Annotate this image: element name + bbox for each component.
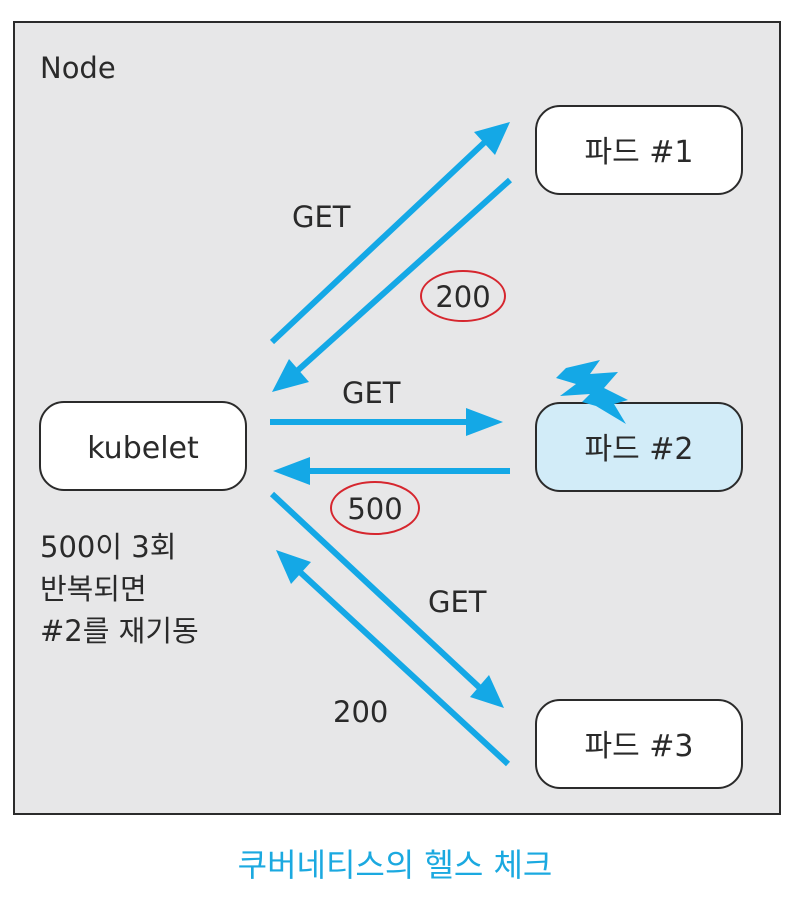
pod2-response-circle: [330, 481, 420, 535]
lightning-bolt-icon: [556, 360, 628, 424]
pod1-get-label: GET: [292, 200, 351, 234]
pod-3-label: 파드 #3: [585, 729, 694, 764]
restart-note-line-2: 반복되면: [40, 572, 147, 606]
diagram-caption: 쿠버네티스의 헬스 체크: [238, 846, 553, 884]
arrow-response-pod1: [272, 177, 513, 392]
arrow-get-pod3: [269, 491, 504, 708]
restart-note-line-1: 500이 3회: [40, 530, 176, 564]
pod2-get-label: GET: [342, 376, 401, 410]
arrow-response-pod2: [273, 457, 510, 485]
pod3-get-label: GET: [428, 585, 487, 619]
kubelet-label: kubelet: [87, 431, 199, 466]
arrow-get-pod1: [269, 122, 510, 345]
pod-3-box: [535, 699, 743, 789]
kubelet-box: [39, 401, 247, 491]
pod-2-label: 파드 #2: [585, 432, 694, 467]
pod1-response-label: 200: [435, 280, 490, 314]
pod-2-box: [535, 402, 743, 492]
pod3-response-label: 200: [333, 695, 388, 729]
arrow-response-pod3: [276, 550, 511, 767]
restart-note-line-3: #2를 재기동: [40, 614, 199, 648]
pod-1-label: 파드 #1: [585, 135, 694, 170]
arrow-get-pod2: [270, 408, 503, 436]
node-label: Node: [40, 51, 116, 85]
pod-1-box: [535, 105, 743, 195]
pod1-response-circle: [420, 270, 506, 322]
pod2-response-label: 500: [347, 492, 402, 526]
